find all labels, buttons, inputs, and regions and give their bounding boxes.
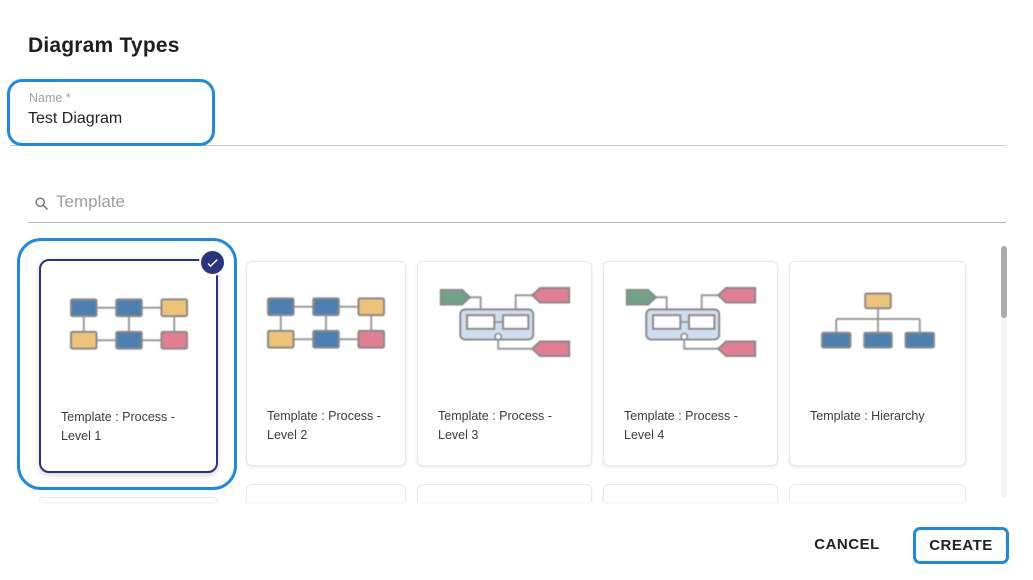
search-underline: [28, 222, 1006, 223]
name-field-underline: [10, 145, 1006, 146]
name-field-label: Name *: [29, 91, 71, 105]
process-container-thumbnail: [625, 287, 757, 364]
template-card-partial[interactable]: [603, 484, 778, 502]
template-card-label: Template : Process - Level 1: [61, 410, 175, 443]
template-search-input[interactable]: [56, 192, 456, 212]
template-card-template-process-level-2[interactable]: Template : Process - Level 2: [246, 261, 406, 466]
template-card-partial[interactable]: [39, 497, 218, 502]
template-card-label: Template : Process - Level 4: [624, 409, 738, 442]
process-ladder-thumbnail: [267, 297, 385, 354]
selected-check-badge: [199, 249, 226, 276]
scrollbar-track[interactable]: [1001, 246, 1007, 498]
template-card-template-process-level-4[interactable]: Template : Process - Level 4: [603, 261, 778, 466]
template-card-partial[interactable]: [246, 484, 406, 502]
name-input[interactable]: [28, 110, 198, 128]
check-icon: [207, 259, 218, 268]
template-card-label: Template : Process - Level 2: [267, 409, 381, 442]
template-card-template-hierarchy[interactable]: Template : Hierarchy: [789, 261, 966, 466]
template-card-partial[interactable]: [789, 484, 966, 502]
search-icon: [34, 196, 49, 211]
selected-card-highlight-ring: [17, 238, 237, 490]
scrollbar-thumb[interactable]: [1001, 246, 1007, 318]
template-card-partial[interactable]: [417, 484, 592, 502]
process-container-thumbnail: [439, 287, 571, 364]
template-card-label: Template : Hierarchy: [810, 409, 925, 423]
create-button[interactable]: CREATE: [913, 527, 1009, 564]
cancel-button[interactable]: CANCEL: [796, 529, 898, 560]
template-card-label: Template : Process - Level 3: [438, 409, 552, 442]
template-card-template-process-level-1[interactable]: Template : Process - Level 1: [17, 238, 237, 490]
name-field-highlight-ring: [7, 79, 215, 146]
process-ladder-thumbnail: [69, 298, 188, 355]
template-card-template-process-level-3[interactable]: Template : Process - Level 3: [417, 261, 592, 466]
dialog-title: Diagram Types: [28, 34, 180, 57]
hierarchy-thumbnail: [820, 292, 935, 354]
